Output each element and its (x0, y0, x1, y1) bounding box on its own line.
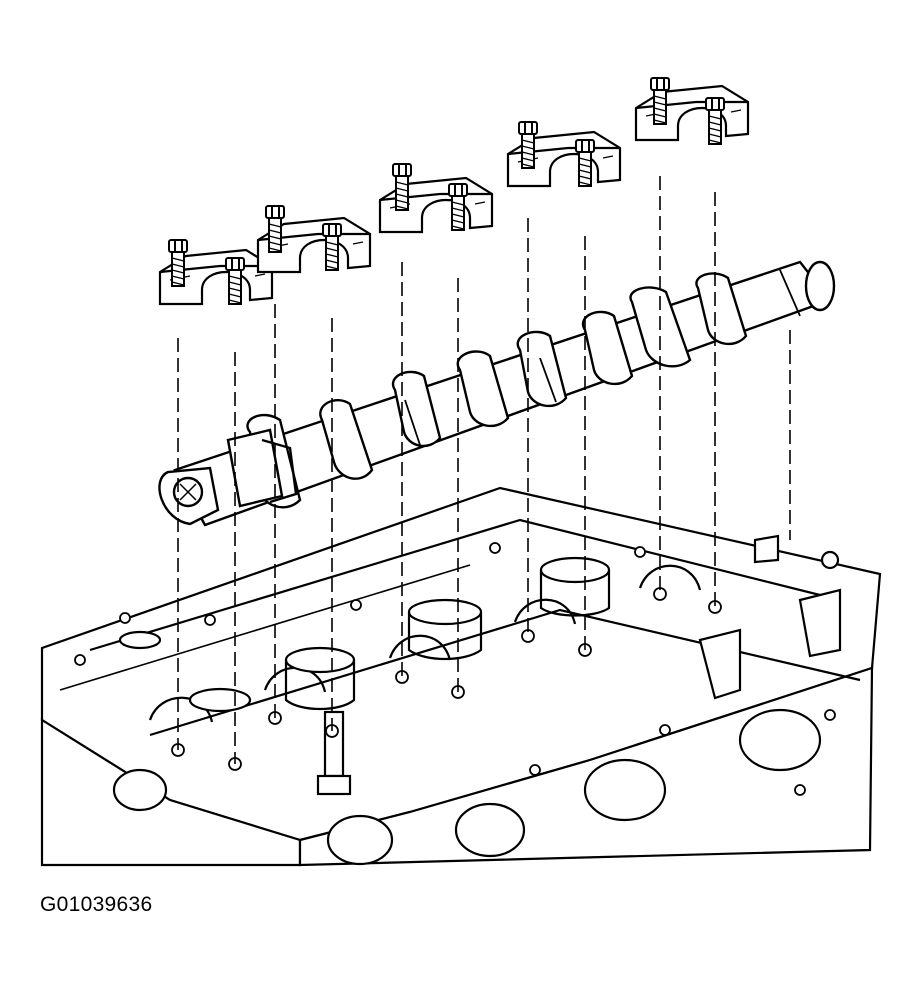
cap-bolt (705, 97, 725, 145)
cap-bolt (575, 139, 595, 187)
cap-bolt (448, 183, 468, 231)
cap-bolt (650, 77, 670, 125)
cap-bolt (168, 239, 188, 287)
camshaft-lobe (456, 350, 510, 428)
camshaft (158, 260, 836, 527)
alignment-lines (177, 176, 791, 764)
cap-bolt (265, 205, 285, 253)
camshaft-lobe (516, 330, 568, 408)
figure-id-label: G01039636 (40, 893, 153, 916)
cylinder-head (40, 486, 882, 867)
camshaft-lobe (695, 272, 748, 346)
cap-bolt (322, 223, 342, 271)
cap-bolt (392, 163, 412, 211)
cap-bolt (518, 121, 538, 169)
cap-bolt (225, 257, 245, 305)
camshaft-lobe (319, 398, 374, 480)
camshaft-lobe (391, 370, 442, 448)
camshaft-bearing-cap (634, 84, 750, 142)
